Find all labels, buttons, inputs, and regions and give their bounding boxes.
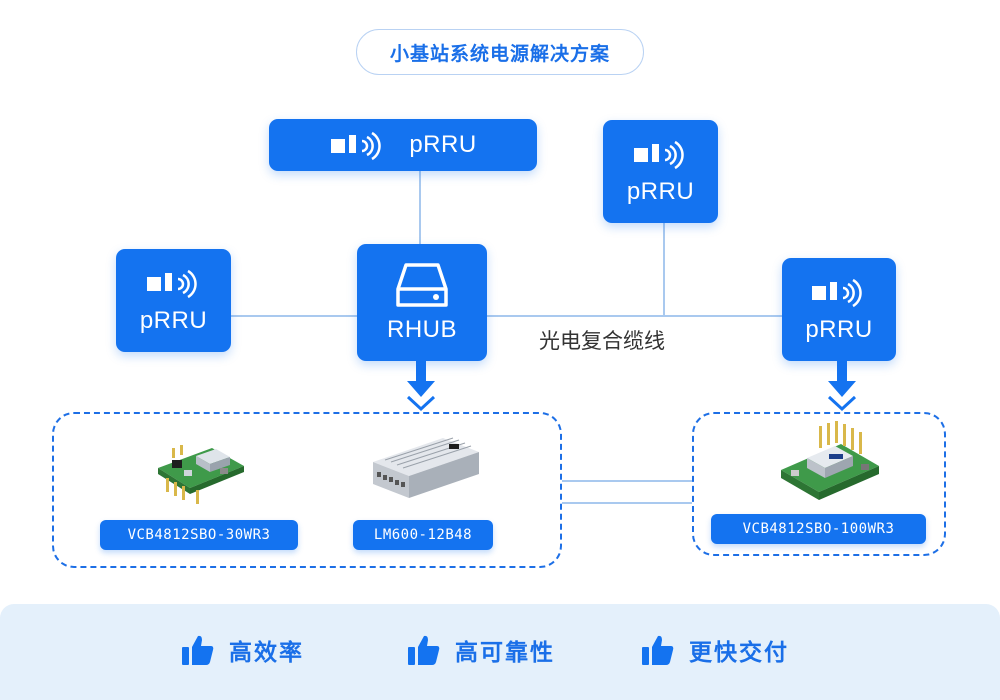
product-tag-lm600-12b48: LM600-12B48 xyxy=(353,520,493,550)
feature-label: 高效率 xyxy=(229,640,304,666)
node-label: pRRU xyxy=(139,306,208,334)
signal-antenna-icon xyxy=(331,131,382,161)
node-label: pRRU xyxy=(409,131,477,158)
node-prru-top-right: pRRU xyxy=(603,120,718,223)
signal-antenna-icon xyxy=(633,140,684,169)
arrow-prru-right-down xyxy=(827,361,857,412)
page-title: 小基站系统电源解决方案 xyxy=(356,29,644,75)
node-rhub: RHUB xyxy=(357,244,487,361)
product-tag-vcb4812sbo-30wr3: VCB4812SBO-30WR3 xyxy=(100,520,298,550)
dc-dc-module-image xyxy=(158,445,244,504)
features-footer xyxy=(0,604,1000,700)
product-tag-vcb4812sbo-100wr3: VCB4812SBO-100WR3 xyxy=(711,514,926,544)
feature-high-reliability: 高可靠性 xyxy=(407,632,555,668)
thumbs-up-icon xyxy=(182,635,214,665)
node-label: pRRU xyxy=(805,315,873,343)
cable-label: 光电复合缆线 xyxy=(535,325,669,355)
signal-antenna-icon xyxy=(812,278,862,307)
node-prru-top: pRRU xyxy=(269,119,537,171)
feature-label: 高可靠性 xyxy=(455,640,555,666)
node-prru-right: pRRU xyxy=(782,258,896,361)
node-label: pRRU xyxy=(626,177,695,205)
arrow-rhub-down xyxy=(406,361,436,412)
feature-label: 更快交付 xyxy=(689,640,789,666)
node-label: RHUB xyxy=(386,315,457,343)
node-prru-left: pRRU xyxy=(116,249,231,352)
thumbs-up-icon xyxy=(408,635,440,665)
thumbs-up-icon xyxy=(642,635,674,665)
power-supply-image xyxy=(373,437,479,498)
server-drive-icon xyxy=(396,262,448,307)
dc-dc-module-100w-image xyxy=(781,421,879,500)
feature-high-efficiency: 高效率 xyxy=(181,632,304,668)
signal-antenna-icon xyxy=(146,269,197,298)
feature-faster-delivery: 更快交付 xyxy=(641,632,789,668)
